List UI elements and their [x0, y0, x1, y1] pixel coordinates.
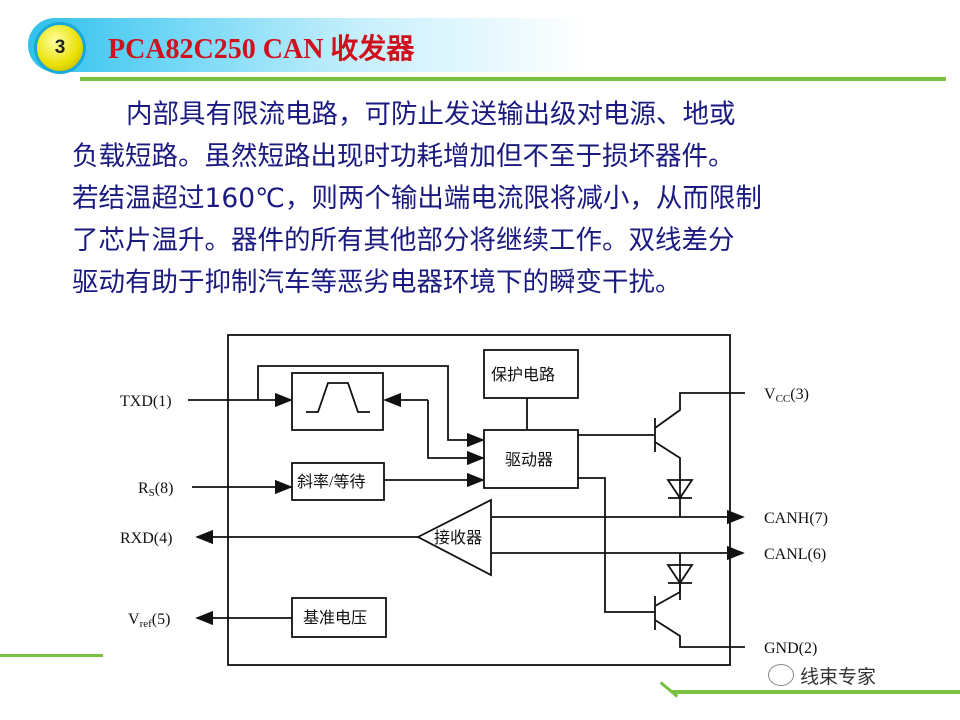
pin-gnd: GND(2) [764, 640, 817, 657]
footer-left-line [0, 654, 103, 657]
paragraph-line: 内部具有限流电路，可防止发送输出级对电源、地或 [126, 99, 736, 130]
pin-rxd: RXD(4) [120, 530, 172, 547]
upper-transistor [578, 392, 745, 517]
pin-vcc: VCC(3) [764, 386, 809, 405]
slope-label: 斜率/等待 [297, 473, 365, 491]
pulse-shape-icon [306, 382, 370, 413]
receiver-label: 接收器 [434, 529, 482, 547]
protection-label: 保护电路 [491, 366, 555, 384]
watermark: 线束专家 [800, 666, 877, 688]
lower-transistor [578, 477, 745, 648]
pin-canh: CANH(7) [764, 510, 828, 527]
receiver-block [416, 498, 492, 577]
wechat-icon [768, 664, 794, 686]
reference-label: 基准电压 [303, 609, 367, 627]
title-banner [28, 18, 588, 72]
paragraph-line: 负载短路。虽然短路出现时功耗增加但不至于损坏器件。 [72, 141, 735, 172]
pin-vref: Vref(5) [128, 611, 170, 630]
slide-title: PCA82C250 CAN 收发器 [108, 34, 415, 65]
chip-outline [227, 334, 731, 666]
filter-block [291, 372, 384, 431]
paragraph-line: 驱动有助于抑制汽车等恶劣电器环境下的瞬变干扰。 [72, 267, 682, 298]
header-divider [80, 77, 946, 81]
pin-txd: TXD(1) [120, 393, 172, 410]
pin-canl: CANL(6) [764, 546, 826, 563]
footer-right-line [672, 690, 960, 694]
protection-block [483, 349, 579, 399]
pin-rs: RS(8) [138, 480, 173, 499]
slide-number-badge: 3 [34, 22, 86, 74]
paragraph-line: 若结温超过160℃，则两个输出端电流限将减小，从而限制 [72, 183, 762, 214]
paragraph-line: 了芯片温升。器件的所有其他部分将继续工作。双线差分 [72, 225, 735, 256]
driver-label: 驱动器 [505, 451, 553, 469]
body-paragraph: 内部具有限流电路，可防止发送输出级对电源、地或 负载短路。虽然短路出现时功耗增加… [72, 94, 912, 304]
upper-diode [666, 479, 694, 500]
